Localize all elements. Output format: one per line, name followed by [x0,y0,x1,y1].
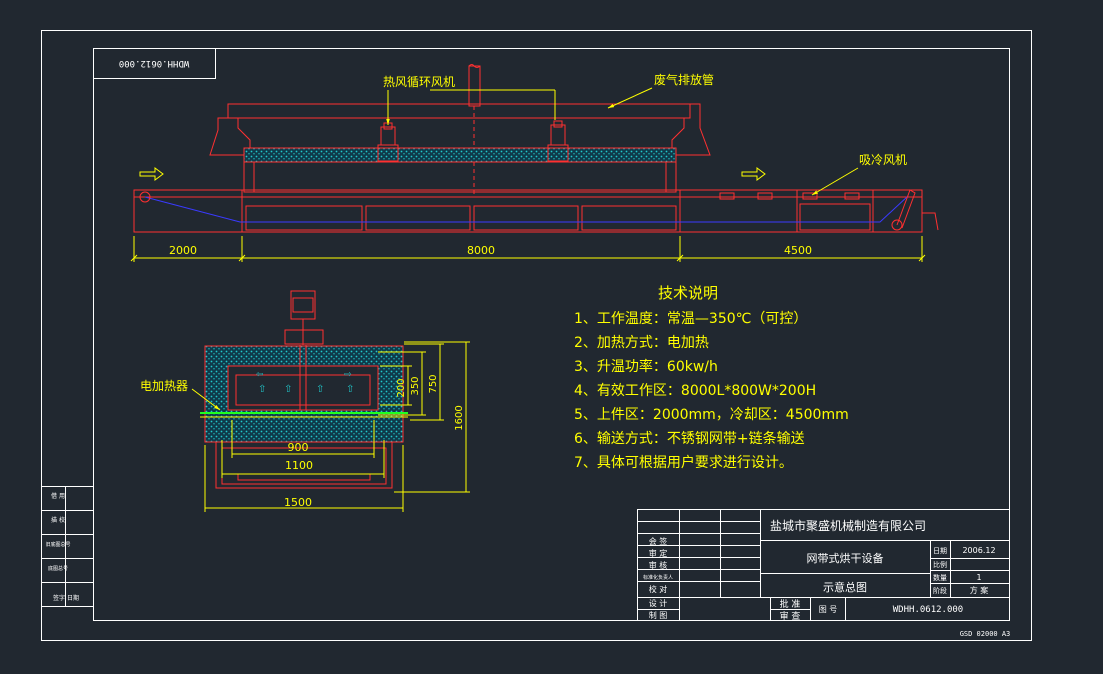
support-frame [215,441,393,489]
svg-text:⇧: ⇧ [258,384,266,395]
left-stamp-text: 借 用 描 校 旧底图总号 底图总号 签字 日期 [45,492,78,602]
svg-text:审 查: 审 查 [780,610,801,622]
tech-line-6: 6、输送方式：不锈钢网带+链条输送 [574,430,805,447]
roller-left [139,191,151,203]
dim-900: 900 [288,441,309,454]
dim-work: 8000 [467,244,495,257]
svg-text:⇦: ⇦ [256,370,264,380]
tech-line-2: 2、加热方式：电加热 [574,335,709,351]
svg-text:校 对: 校 对 [649,584,668,594]
svg-text:比例: 比例 [933,560,947,569]
right-hood [671,103,711,156]
feed-arrow-left [139,167,164,181]
elevation-view [133,64,939,233]
heater-label: 电加热器 [140,379,188,393]
stage-value: 方 案 [970,585,989,595]
svg-text:描 校: 描 校 [51,516,65,524]
oven-insulation [243,147,677,163]
company-name: 盐城市聚盛机械制造有限公司 [770,518,926,533]
dim-350: 350 [410,376,421,395]
dim-feed: 2000 [169,244,197,257]
dim-200: 200 [396,378,407,397]
left-stamp-block [41,486,94,607]
drawing-name: 示意总图 [823,580,867,594]
svg-text:⇧: ⇧ [284,384,292,395]
svg-text:底图总号: 底图总号 [48,565,68,572]
svg-text:审 定: 审 定 [649,548,668,558]
svg-text:批 准: 批 准 [780,598,801,610]
svg-text:⇧: ⇧ [346,384,354,395]
sheet-code: GSD 02000 A3 [960,630,1011,638]
cooling-fan-label: 吸冷风机 [859,153,907,167]
stamp-text: WDHH.0612.000 [119,58,189,68]
qty-value: 1 [976,573,981,582]
outer-border [41,30,1032,641]
product-name: 网带式烘干设备 [807,551,884,565]
dim-cool: 4500 [784,244,812,257]
tech-line-3: 3、升温功率：60kw/h [574,358,718,375]
tech-title: 技术说明 [658,284,718,302]
svg-text:旧底图总号: 旧底图总号 [45,541,70,548]
chamber [227,365,379,411]
tech-notes: 技术说明 1、工作温度：常温—350℃（可控） 2、加热方式：电加热 3、升温功… [574,284,849,471]
svg-text:借 用: 借 用 [51,492,65,500]
svg-text:⇨: ⇨ [344,370,352,380]
title-block-text: 盐城市聚盛机械制造有限公司 网带式烘干设备 示意总图 日期 2006.12 比例… [643,518,1010,638]
svg-text:签字 日期: 签字 日期 [53,594,79,602]
top-dimensions [130,236,926,262]
svg-text:设 计: 设 计 [649,598,668,608]
hot-air-fan-right [547,120,569,162]
svg-text:阶段: 阶段 [933,586,947,595]
drawing-number-stamp: WDHH.0612.000 [93,48,216,79]
dim-1500: 1500 [284,496,312,509]
tech-line-1: 1、工作温度：常温—350℃（可控） [574,311,807,327]
roller-right [891,219,903,231]
oven-body [243,161,677,193]
svg-text:审 核: 审 核 [649,560,668,570]
svg-text:日期: 日期 [933,547,947,555]
exhaust-pipe-label: 废气排放管 [654,72,714,87]
feed-arrow-right [741,167,766,181]
date-value: 2006.12 [962,546,995,555]
tech-line-4: 4、有效工作区：8000L*800W*200H [574,383,816,399]
tech-line-7: 7、具体可根据用户要求进行设计。 [574,454,793,471]
section-view: ⇧ ⇧ ⇧ ⇧ ⇦ ⇨ [200,290,408,489]
drawing-number: WDHH.0612.000 [893,605,963,615]
dim-1600: 1600 [454,405,465,430]
conveyor-frame [133,189,923,233]
dim-750: 750 [428,374,439,393]
title-block [637,509,1010,621]
svg-text:数量: 数量 [933,573,947,582]
svg-text:⇧: ⇧ [316,384,324,395]
tech-line-5: 5、上件区：2000mm，冷却区：4500mm [574,407,849,423]
dim-1100: 1100 [285,459,313,472]
inner-border [93,48,1010,621]
svg-text:标准化负责人: 标准化负责人 [643,574,673,581]
svg-text:制 图: 制 图 [649,610,668,620]
svg-text:图 号: 图 号 [819,605,838,614]
hot-air-fan-label: 热风循环风机 [383,75,455,89]
left-hood [209,104,251,156]
svg-text:会 签: 会 签 [649,536,668,546]
section-dimensions [204,341,470,512]
